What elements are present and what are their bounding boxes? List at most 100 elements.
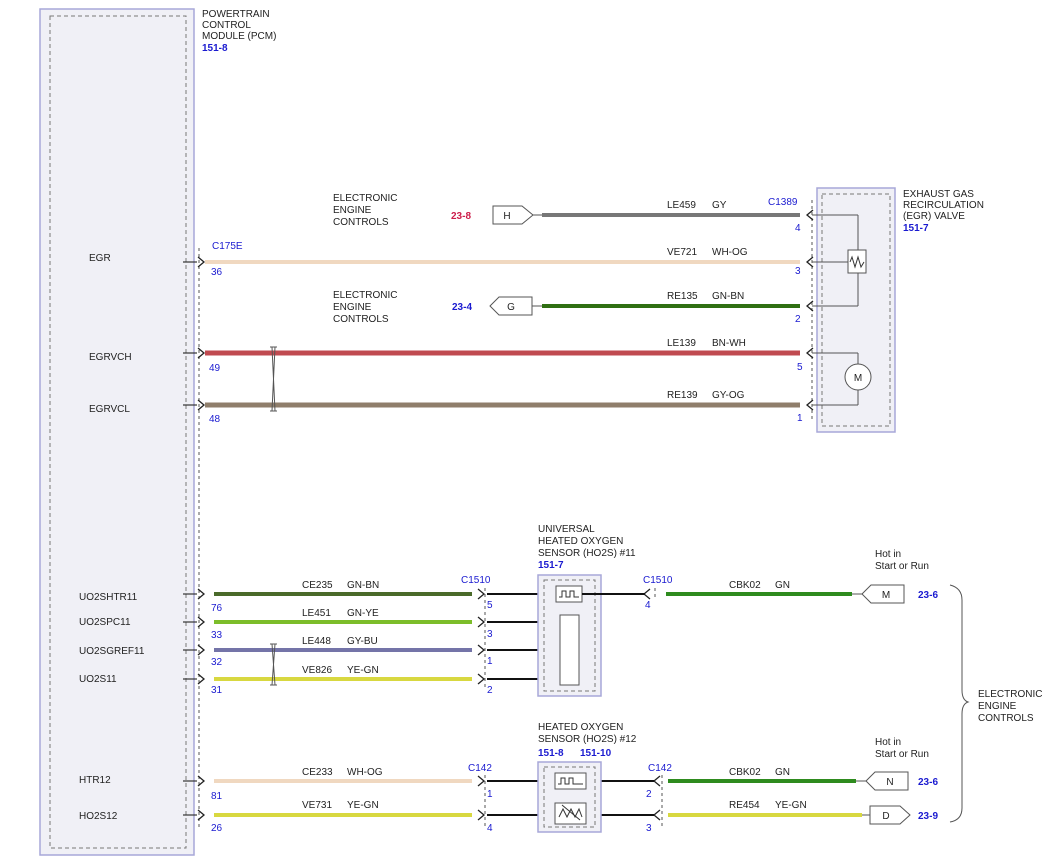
ho2s11-connector-left-label: C1510 [461, 575, 491, 586]
egr-valve-name-line-1: EXHAUST GAS [903, 189, 974, 200]
wire-label-ce235-color: GN-BN [347, 580, 379, 591]
ho2s11-pin-5: 5 [487, 600, 493, 611]
ho2s12-connector-left-label: C142 [468, 763, 492, 774]
connector-flag-d [869, 805, 911, 825]
egr-internal-wiring [812, 214, 859, 406]
ho2s11-heater-icon [559, 590, 579, 598]
wire-label-cbk02-m-circuit: CBK02 [729, 580, 761, 591]
wire-label-re454-circuit: RE454 [729, 800, 760, 811]
connector-flag-h [492, 205, 534, 225]
wire-label-ve731-circuit: VE731 [302, 800, 332, 811]
twisted-pair-ho2s11 [270, 643, 277, 686]
ho2s12-sensor-icon-arrow [561, 804, 581, 821]
pcm-name-line-1: POWERTRAIN [202, 9, 270, 20]
ho2s12-right-pin-2: 2 [646, 789, 652, 800]
pcm-pin-label-egrvch: EGRVCH [89, 352, 132, 363]
wire-label-ve826-circuit: VE826 [302, 665, 332, 676]
egr-ref-h-name-line-2: ENGINE [333, 205, 372, 216]
egr-valve-box [816, 187, 896, 433]
pcm-pin-label-uo2s11: UO2S11 [79, 674, 117, 685]
egr-valve-ref: 151-7 [903, 223, 929, 234]
wire-label-re135-color: GN-BN [712, 291, 744, 302]
wire-label-ce233-circuit: CE233 [302, 767, 333, 778]
pcm-pin-label-ho2s12: HO2S12 [79, 811, 118, 822]
ho2s11-sensor-inner-border [543, 579, 596, 692]
right-group-name-line-2: ENGINE [978, 701, 1017, 712]
ho2s12-ref-1: 151-8 [538, 748, 564, 759]
ho2s12-right-pin-3: 3 [646, 823, 652, 834]
ho2s11-right-pin-4: 4 [645, 600, 651, 611]
ho2s11-sensing-element [559, 614, 580, 686]
pcm-module-inner-border [49, 15, 187, 849]
ho2s11-ref: 151-7 [538, 560, 564, 571]
connector-flag-d-letter: D [882, 811, 889, 822]
egr-pin-4: 4 [795, 223, 801, 234]
egr-valve-name-line-3: (EGR) VALVE [903, 211, 965, 222]
ho2s12-sensing-element [554, 802, 587, 825]
egr-ref-g-name-line-1: ELECTRONIC [333, 290, 397, 301]
wire-label-ce233-color: WH-OG [347, 767, 383, 778]
connector-flag-n-letter: N [886, 777, 893, 788]
connector-ref-m-page[interactable]: 23-6 [918, 590, 938, 601]
wire-label-le448-color: GY-BU [347, 636, 378, 647]
connector-flag-h-letter: H [503, 211, 510, 222]
pin-arrows [197, 209, 814, 821]
ho2s12-sensor-inner-border [543, 766, 596, 828]
ho2s11-name-line-3: SENSOR (HO2S) #11 [538, 548, 636, 559]
pcm-pin-label-egrvcl: EGRVCL [89, 404, 130, 415]
pcm-pin-number-31: 31 [211, 685, 223, 696]
wire-label-ve826-color: YE-GN [347, 665, 379, 676]
pcm-module-box [39, 8, 195, 856]
connector-ref-n-page[interactable]: 23-6 [918, 777, 938, 788]
pcm-pin-number-36: 36 [211, 267, 223, 278]
connector-flag-m-letter: M [882, 590, 890, 601]
ho2s11-connector-right-label: C1510 [643, 575, 673, 586]
pcm-pin-number-81: 81 [211, 791, 223, 802]
pcm-pin-label-uo2shtr11: UO2SHTR11 [79, 592, 138, 603]
pcm-name-line-2: CONTROL [202, 20, 251, 31]
pcm-pin-number-49: 49 [209, 363, 221, 374]
twisted-pair-egrvc [270, 346, 277, 412]
connector-flag-n [865, 771, 909, 791]
pcm-pin-stubs [183, 261, 197, 816]
hot-label-m-line-1: Hot in [875, 549, 901, 560]
ho2s12-name-line-1: HEATED OXYGEN [538, 722, 623, 733]
wire-label-le459-color: GY [712, 200, 727, 211]
egr-position-sensor-resistor [849, 255, 865, 269]
right-group-name-line-1: ELECTRONIC [978, 689, 1042, 700]
egr-motor-icon [844, 363, 872, 391]
wire-label-re454-color: YE-GN [775, 800, 807, 811]
egr-ref-h-page[interactable]: 23-8 [451, 211, 471, 222]
pcm-pin-label-uo2sgref11: UO2SGREF11 [79, 646, 145, 657]
pcm-connector-label: C175E [212, 241, 243, 252]
egr-motor-label: M [854, 373, 862, 384]
right-group-brace [949, 584, 970, 823]
wire-label-re139-circuit: RE139 [667, 390, 698, 401]
egr-ref-h-name-line-1: ELECTRONIC [333, 193, 397, 204]
pcm-pin-number-32: 32 [211, 657, 223, 668]
connector-ref-d-page[interactable]: 23-9 [918, 811, 938, 822]
right-group-name-line-3: CONTROLS [978, 713, 1034, 724]
pcm-pin-label-htr12: HTR12 [79, 775, 111, 786]
egr-pin-1: 1 [797, 413, 803, 424]
egr-valve-name-line-2: RECIRCULATION [903, 200, 984, 211]
ho2s12-pin-4: 4 [487, 823, 493, 834]
egr-ref-g-name-line-2: ENGINE [333, 302, 372, 313]
hot-label-n-line-1: Hot in [875, 737, 901, 748]
wire-label-le459-circuit: LE459 [667, 200, 696, 211]
ho2s12-heater-element [554, 772, 587, 790]
egr-pin-5: 5 [797, 362, 803, 373]
egr-ref-h-name-line-3: CONTROLS [333, 217, 389, 228]
wire-label-cbk02-m-color: GN [775, 580, 790, 591]
ho2s11-pin-3: 3 [487, 629, 493, 640]
wire-label-le451-circuit: LE451 [302, 608, 331, 619]
ho2s12-sensor-icon [558, 807, 583, 819]
pcm-pin-label-egr: EGR [89, 253, 111, 264]
egr-ref-g-page[interactable]: 23-4 [452, 302, 472, 313]
pcm-pin-number-76: 76 [211, 603, 223, 614]
hot-label-m-line-2: Start or Run [875, 561, 929, 572]
egr-valve-inner-border [821, 193, 891, 427]
ho2s12-connector-right-label: C142 [648, 763, 672, 774]
wire-label-cbk02-n-circuit: CBK02 [729, 767, 761, 778]
